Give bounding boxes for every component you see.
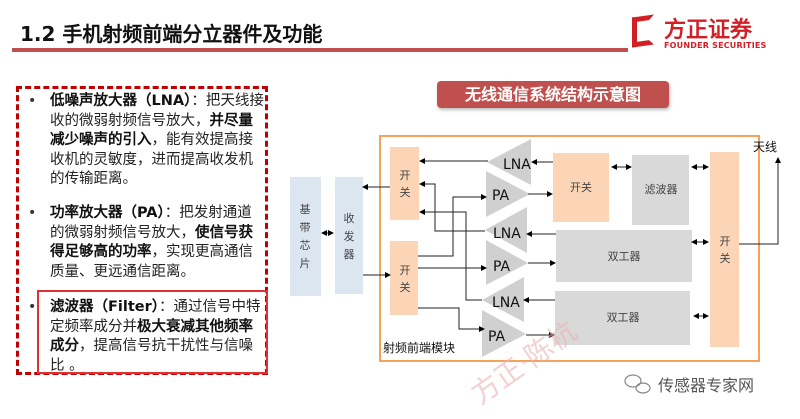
lna-label: LNA xyxy=(492,295,520,311)
filter-description: 滤波器（Filter）：通过信号中特定频率成分并极大衰减其他频率成分，提高信号抗… xyxy=(50,299,261,374)
logo-cn: 方正证券 xyxy=(664,18,753,43)
bullet: • xyxy=(28,93,37,109)
wechat-icon xyxy=(624,374,651,394)
duplexer-1 xyxy=(556,230,692,282)
antenna-label: 天线 xyxy=(753,140,777,154)
module-label: 射频前端模块 xyxy=(383,340,455,355)
filter-block xyxy=(632,155,689,225)
switch-label: 关 xyxy=(400,185,411,199)
pa-label: PA xyxy=(493,259,511,275)
switch-label: 开 xyxy=(400,264,411,277)
pa-3-icon xyxy=(482,310,526,357)
bullet: • xyxy=(28,205,37,221)
pa-2-icon xyxy=(486,240,528,285)
duplexer-label: 双工器 xyxy=(608,250,641,263)
bullet: • xyxy=(28,299,37,315)
switch-band1 xyxy=(553,153,609,222)
transceiver-label: 器 xyxy=(344,248,355,261)
baseband-chip xyxy=(290,177,321,296)
lna-3-icon xyxy=(482,277,524,322)
switch-label: 关 xyxy=(400,280,411,294)
lna-1-icon xyxy=(487,139,531,185)
signal-lines xyxy=(321,157,781,338)
pa-1-icon xyxy=(486,171,530,217)
lna-description: 低噪声放大器（LNA）：把天线接收的微弱射频信号放大，并尽量减少噪声的引入，能有… xyxy=(50,93,264,188)
pa-label: PA xyxy=(488,329,506,345)
source-label: 传感器专家网 xyxy=(658,376,754,395)
filter-label: 滤波器 xyxy=(645,183,678,196)
duplexer-label: 双工器 xyxy=(607,311,640,324)
founder-logo: 方正证券 FOUNDER SECURITIES xyxy=(628,12,768,54)
pa-label: PA xyxy=(492,188,510,204)
diagram-title: 无线通信系统结构示意图 xyxy=(437,81,669,108)
lna-label: LNA xyxy=(493,226,521,242)
logo-en: FOUNDER SECURITIES xyxy=(664,41,767,50)
switch-rx xyxy=(390,147,419,220)
filter-highlight-box xyxy=(37,290,268,374)
pa-description: 功率放大器（PA）：把发射通道的微弱射频信号放大，使信号获得足够高的功率，实现更… xyxy=(50,205,253,280)
page-title: 1.2 手机射频前端分立器件及功能 xyxy=(20,22,323,46)
switch-tx xyxy=(390,241,418,315)
baseband-label: 片 xyxy=(300,257,311,270)
rf-module-frame xyxy=(379,135,760,362)
lna-2-icon xyxy=(485,207,527,253)
transceiver-label: 发 xyxy=(344,229,355,243)
switch-label: 开 xyxy=(400,169,411,182)
transceiver xyxy=(335,177,363,294)
baseband-label: 芯 xyxy=(300,238,311,252)
duplexer-2 xyxy=(555,291,690,345)
lna-label: LNA xyxy=(503,157,531,173)
transceiver-label: 收 xyxy=(344,211,355,225)
switch-label: 开关 xyxy=(570,180,592,194)
baseband-label: 基 xyxy=(300,203,311,216)
baseband-label: 带 xyxy=(300,221,311,234)
title-underline xyxy=(12,48,628,52)
switch-label: 开 xyxy=(720,235,731,248)
switch-label: 关 xyxy=(720,251,731,265)
antenna-switch xyxy=(710,152,739,347)
